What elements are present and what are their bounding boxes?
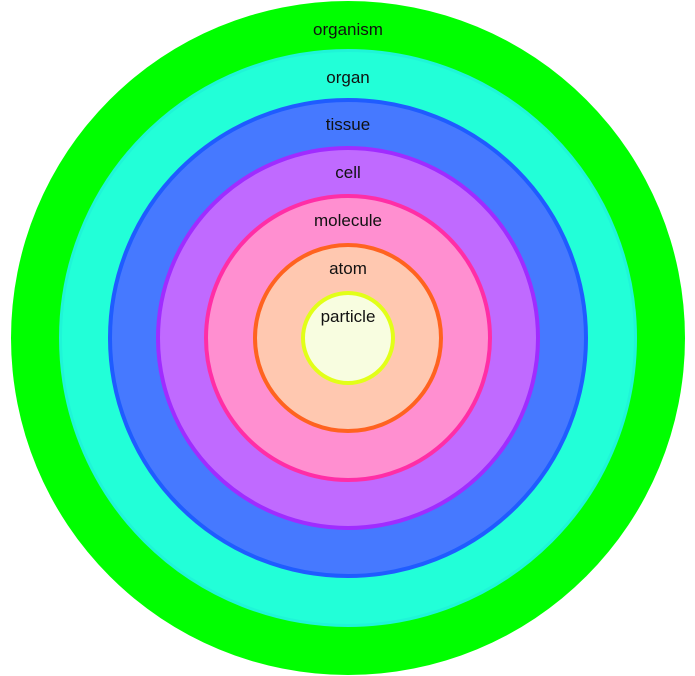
label-organism: organism (313, 20, 383, 39)
label-molecule: molecule (314, 211, 382, 230)
label-tissue: tissue (326, 115, 370, 134)
label-particle: particle (321, 307, 376, 326)
label-organ: organ (326, 68, 369, 87)
label-cell: cell (335, 163, 361, 182)
rings-group (11, 1, 685, 675)
ring-particle (301, 291, 395, 385)
labels-group: organism organ tissue cell molecule atom… (313, 20, 383, 326)
label-atom: atom (329, 259, 367, 278)
